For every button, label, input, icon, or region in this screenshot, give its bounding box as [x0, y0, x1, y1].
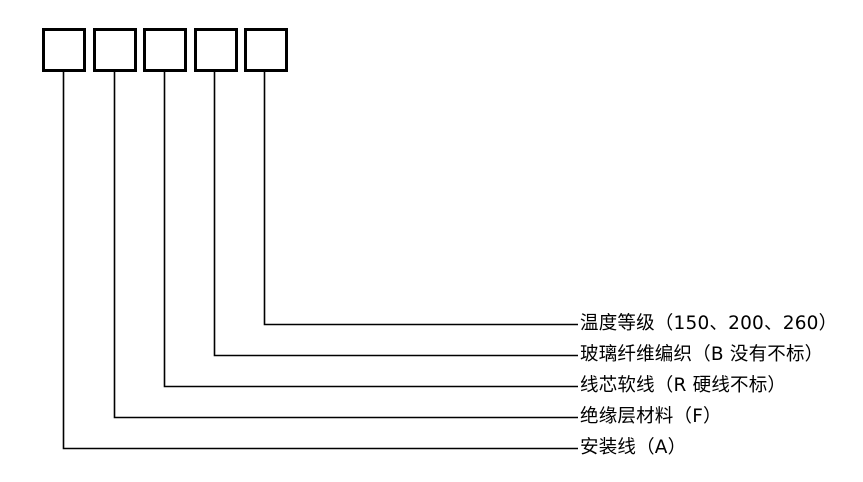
leader-line-installation-wire [62, 72, 578, 450]
code-box-group [42, 28, 288, 72]
label-temperature-grade: 温度等级（150、200、260） [580, 312, 838, 334]
label-insulation: 绝缘层材料（F） [580, 405, 722, 427]
code-box-position-5[interactable] [244, 28, 288, 72]
leader-line-temperature-grade [263, 72, 578, 326]
code-box-position-3[interactable] [143, 28, 187, 72]
leader-line-group [62, 72, 578, 450]
code-box-position-4[interactable] [194, 28, 238, 72]
label-flexible-core: 线芯软线（R 硬线不标） [580, 374, 787, 396]
leader-line-fiberglass-braid [213, 72, 578, 357]
label-installation-wire: 安装线（A） [580, 436, 687, 458]
code-box-position-2[interactable] [93, 28, 137, 72]
leader-line-insulation [113, 72, 578, 419]
code-box-position-1[interactable] [42, 28, 86, 72]
leader-line-flexible-core [163, 72, 578, 388]
label-fiberglass-braid: 玻璃纤维编织（B 没有不标） [580, 343, 824, 365]
